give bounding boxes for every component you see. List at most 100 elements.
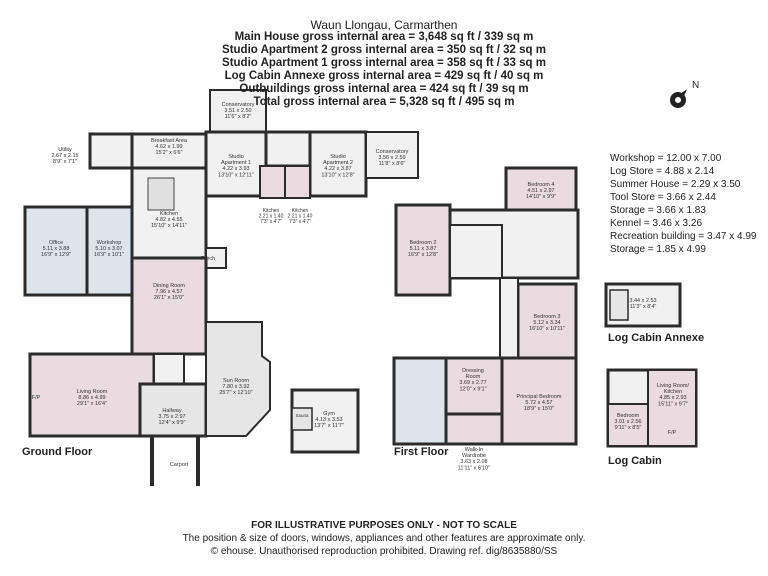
room-label-line: Apartment 2 [323, 160, 353, 166]
room-label-line: Breakfast Area [151, 138, 188, 144]
area-studio-1: Studio Apartment 1 gross internal area =… [222, 57, 546, 69]
cabin-living-floor [647, 369, 697, 447]
disclaimer-heading: FOR ILLUSTRATIVE PURPOSES ONLY - NOT TO … [251, 520, 517, 531]
room-label-line: Dressing [462, 368, 484, 374]
bathroom-floor [392, 356, 448, 446]
room-label-porch: Porch [201, 256, 215, 262]
ground-floor-label: Ground Floor [22, 446, 93, 458]
room-label-line: 3.75 x 2.97 [158, 414, 185, 420]
room-label-line: Dining Room [153, 283, 185, 289]
utility-floor [88, 132, 134, 170]
sunroom-floor [205, 321, 271, 437]
room-label-line: Porch [201, 256, 215, 262]
room-label-line: Hallway [162, 408, 182, 414]
room-label-line: 13'10" x 12'11" [218, 172, 254, 178]
outbuilding-item: Recreation building = 3.47 x 4.99 [610, 231, 757, 242]
room-label-line: 4.82 x 4.55 [155, 217, 182, 223]
room-label-sauna: Sauna [295, 413, 309, 418]
room-label-line: 15'2" x 6'6" [155, 150, 182, 156]
room-label-line: 8.86 x 4.99 [78, 395, 105, 401]
room-label-line: 3.69 x 2.77 [459, 380, 486, 386]
room-label-fp-ground: F/P [32, 395, 41, 401]
kitchen-island [147, 177, 175, 211]
compass-icon [670, 89, 687, 108]
kitchen-s1-floor [259, 165, 286, 199]
room-label-line: 25'7" x 12'10" [219, 390, 252, 396]
room-label-line: 11'6" x 8'2" [225, 114, 252, 120]
room-label-line: Apartment 1 [221, 160, 251, 166]
outbuilding-item: Workshop = 12.00 x 7.00 [610, 153, 722, 164]
room-label-line: 7'3" x 4'7" [260, 219, 282, 225]
room-label-line: Studio [228, 154, 244, 160]
bedroom4-floor [504, 166, 578, 212]
room-label-line: 7'3" x 4'7" [289, 219, 311, 225]
room-label-line: 5.11 x 3.88 [43, 246, 70, 252]
room-label-line: Bedroom 4 [528, 182, 555, 188]
room-label-line: Principal Bedroom [517, 394, 562, 400]
room-label-line: 13'7" x 11'7" [314, 423, 344, 429]
room-label-line: 16'10" x 10'11" [529, 326, 565, 332]
room-label-line: 7.96 x 4.57 [155, 289, 182, 295]
room-label-line: Office [49, 240, 63, 246]
compass-label: N [692, 80, 699, 91]
property-title: Waun Llongau, Carmarthen [310, 18, 458, 32]
room-label-line: 2.67 x 2.15 [51, 153, 78, 159]
room-label-line: Kitchen [263, 208, 280, 214]
room-label-line: 5.12 x 3.34 [533, 320, 560, 326]
room-label-line: 29'1" x 16'4" [77, 401, 107, 407]
office-floor [23, 205, 89, 297]
room-label-line: 7.80 x 3.92 [222, 384, 249, 390]
area-total: Total gross internal area = 5,328 sq ft … [253, 96, 515, 108]
room-label-line: Utility [58, 147, 72, 153]
room-label-line: 12'0" x 9'1" [459, 386, 486, 392]
area-log-cabin: Log Cabin Annexe gross internal area = 4… [224, 70, 544, 82]
room-label-line: 3.63 x 2.08 [460, 459, 487, 465]
room-fills [23, 89, 698, 486]
room-label-line: Studio [330, 154, 346, 160]
living-floor [28, 352, 156, 438]
room-label-line: Kitchen [664, 389, 682, 395]
area-outbuildings: Outbuildings gross internal area = 424 s… [239, 83, 529, 95]
disclaimer-text: The position & size of doors, windows, a… [182, 533, 586, 544]
room-label-line: 16'9" x 10'1" [94, 252, 124, 258]
room-label-line: Kitchen [160, 211, 178, 217]
room-label-line: Workshop [97, 240, 122, 246]
room-label-line: Conservatory [376, 149, 409, 155]
room-label-line: 2.21 x 1.40 [259, 214, 284, 220]
room-label-line: Sun Room [223, 378, 249, 384]
room-label-line: 11'3" x 8'4" [630, 304, 657, 310]
wardrobe-floor [444, 412, 504, 446]
corridor-floor [499, 277, 519, 359]
sauna-floor [291, 407, 313, 431]
room-label-line: Conservatory [222, 102, 255, 108]
room-label-line: Bedroom 2 [410, 240, 437, 246]
room-label-line: 3.51 x 2.50 [224, 108, 251, 114]
dressing-floor [444, 356, 504, 416]
principal-floor [500, 356, 578, 446]
room-label-line: 26'1" x 15'0" [154, 295, 184, 301]
room-label-line: 3.56 x 2.59 [378, 155, 405, 161]
room-label-line: 11'8" x 8'6" [379, 161, 406, 167]
carport-post-right [196, 436, 200, 486]
room-label-line: 4.85 x 2.93 [659, 395, 686, 401]
annexe-shower [609, 289, 629, 321]
room-label-line: Kitchen [292, 208, 309, 214]
room-label-line: Walk-In [465, 447, 483, 453]
